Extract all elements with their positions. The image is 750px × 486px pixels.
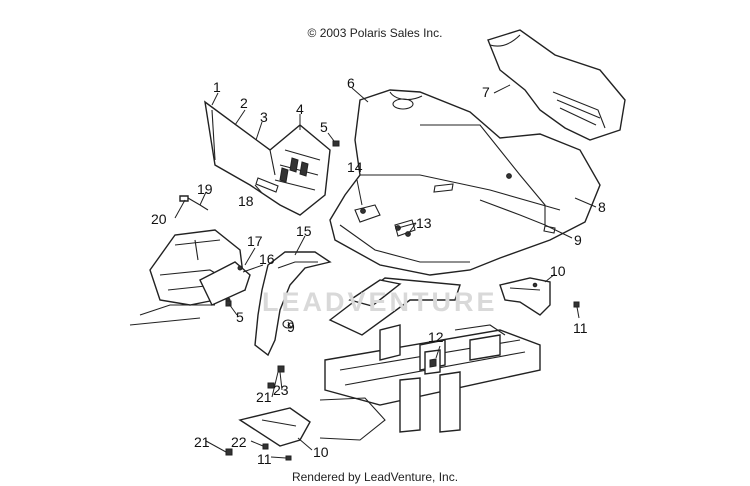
callout-9a[interactable]: 9: [574, 232, 582, 248]
mount-bracket-right: [499, 277, 551, 316]
main-fender-body: [329, 89, 601, 276]
callout-18[interactable]: 18: [238, 193, 254, 209]
callout-4[interactable]: 4: [296, 101, 304, 117]
callout-22[interactable]: 22: [231, 434, 247, 450]
callout-8[interactable]: 8: [598, 199, 606, 215]
footer-text: Rendered by LeadVenture, Inc.: [291, 470, 459, 484]
watermark-text: LEADVENTURE: [262, 287, 498, 317]
frame: [319, 277, 541, 441]
callout-5b[interactable]: 5: [236, 309, 244, 325]
callout-2[interactable]: 2: [240, 95, 248, 111]
inner-fender-panel: [204, 100, 331, 216]
callout-15[interactable]: 15: [296, 223, 312, 239]
fender-flare: [254, 251, 332, 357]
callout-21b[interactable]: 21: [194, 434, 210, 450]
callout-3[interactable]: 3: [260, 109, 268, 125]
callout-9b[interactable]: 9: [287, 319, 295, 335]
copyright-text: © 2003 Polaris Sales Inc.: [307, 26, 443, 40]
callout-10a[interactable]: 10: [550, 263, 566, 279]
callout-14[interactable]: 14: [347, 159, 363, 175]
callout-6[interactable]: 6: [347, 75, 355, 91]
rear-cover-panel: [487, 29, 626, 141]
callout-10b[interactable]: 10: [313, 444, 329, 460]
callout-19[interactable]: 19: [197, 181, 213, 197]
callout-7[interactable]: 7: [482, 84, 490, 100]
callout-11a[interactable]: 11: [573, 320, 588, 336]
mount-bracket-lower: [238, 407, 311, 447]
callout-21a[interactable]: 21: [256, 389, 272, 405]
callout-12[interactable]: 12: [428, 329, 444, 345]
leader-lines: [174, 84, 597, 459]
callout-23[interactable]: 23: [273, 382, 289, 398]
callout-17[interactable]: 17: [247, 233, 263, 249]
callout-1[interactable]: 1: [213, 79, 221, 95]
callout-16[interactable]: 16: [259, 251, 275, 267]
callout-13[interactable]: 13: [416, 215, 432, 231]
callout-11b[interactable]: 11: [257, 451, 272, 467]
callout-20[interactable]: 20: [151, 211, 167, 227]
callout-5a[interactable]: 5: [320, 119, 328, 135]
